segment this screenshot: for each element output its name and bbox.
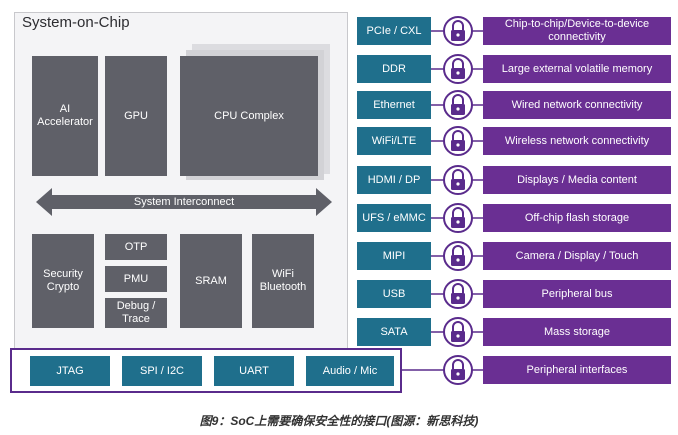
sram-block: SRAM [180, 234, 242, 328]
interface-6-description: Camera / Display / Touch [483, 242, 671, 270]
double-arrow-icon [36, 188, 332, 216]
padlock-icon [443, 203, 473, 233]
padlock-icon [443, 279, 473, 309]
uart-block: UART [214, 356, 294, 386]
interface-0-name: PCIe / CXL [357, 17, 431, 45]
interface-8-name: SATA [357, 318, 431, 346]
cpu-complex-block: CPU Complex [180, 56, 318, 176]
debug-trace-block: Debug / Trace [105, 298, 167, 328]
interface-7-name: USB [357, 280, 431, 308]
padlock-icon [443, 54, 473, 84]
interface-2-description: Wired network connectivity [483, 91, 671, 119]
padlock-icon [443, 165, 473, 195]
interface-3-description: Wireless network connectivity [483, 127, 671, 155]
padlock-icon [443, 90, 473, 120]
spi-i2c-block: SPI / I2C [122, 356, 202, 386]
interface-3-name: WiFi/LTE [357, 127, 431, 155]
interface-1-description: Large external volatile memory [483, 55, 671, 83]
soc-title: System-on-Chip [22, 14, 130, 31]
gpu-block: GPU [105, 56, 167, 176]
padlock-icon [443, 241, 473, 271]
padlock-icon [443, 355, 473, 385]
wifi-bluetooth-block: WiFi Bluetooth [252, 234, 314, 328]
audio-mic-block: Audio / Mic [306, 356, 394, 386]
interface-4-description: Displays / Media content [483, 166, 671, 194]
interface-0-description: Chip-to-chip/Device-to-device connectivi… [483, 17, 671, 45]
security-crypto-block: Security Crypto [32, 234, 94, 328]
pmu-block: PMU [105, 266, 167, 292]
interface-1-name: DDR [357, 55, 431, 83]
interface-8-description: Mass storage [483, 318, 671, 346]
padlock-icon [443, 126, 473, 156]
jtag-block: JTAG [30, 356, 110, 386]
interface-4-name: HDMI / DP [357, 166, 431, 194]
padlock-icon [443, 16, 473, 46]
interface-6-name: MIPI [357, 242, 431, 270]
interface-7-description: Peripheral bus [483, 280, 671, 308]
figure-caption: 图9：SoC上需要确保安全性的接口(图源：新思科技) [199, 414, 479, 428]
system-interconnect-label: System Interconnect [133, 196, 235, 208]
ai-accelerator-block: AI Accelerator [32, 56, 98, 176]
otp-block: OTP [105, 234, 167, 260]
padlock-icon [443, 317, 473, 347]
interface-5-description: Off-chip flash storage [483, 204, 671, 232]
interface-2-name: Ethernet [357, 91, 431, 119]
peripheral-interfaces-description: Peripheral interfaces [483, 356, 671, 384]
interface-5-name: UFS / eMMC [357, 204, 431, 232]
